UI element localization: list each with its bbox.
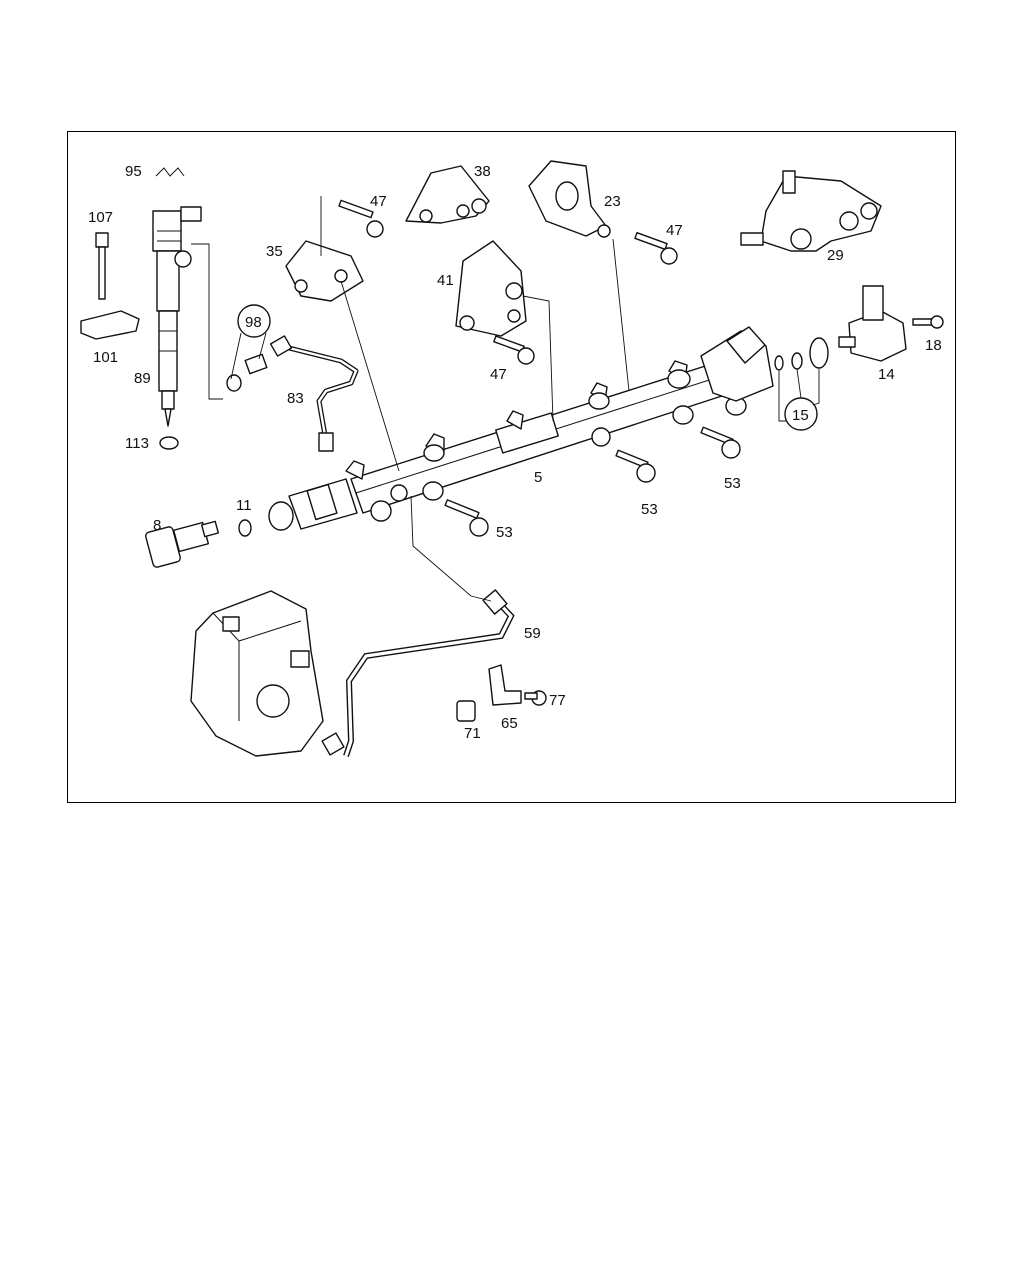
callout-53-right: 53 — [724, 475, 741, 492]
pressure-regulator-valve — [838, 285, 907, 362]
callout-107: 107 — [88, 209, 113, 226]
sleeve-71 — [456, 700, 476, 722]
bracket-35 — [285, 240, 364, 302]
callout-53-mid: 53 — [641, 501, 658, 518]
exploded-parts-diagram: 95 107 101 89 113 35 47 38 23 47 29 41 4… — [80, 160, 944, 757]
clamp-65 — [488, 664, 522, 706]
bracket-29 — [760, 175, 882, 252]
callout-59: 59 — [524, 625, 541, 642]
callout-101: 101 — [93, 349, 118, 366]
callout-77: 77 — [549, 692, 566, 709]
callout-23: 23 — [604, 193, 621, 210]
clip — [155, 167, 185, 177]
callout-labels: 95 107 101 89 113 35 47 38 23 47 29 41 4… — [88, 163, 942, 742]
bolt-53 — [444, 426, 741, 537]
diagram-frame: 95 107 101 89 113 35 47 38 23 47 29 41 4… — [67, 131, 956, 803]
rail-pressure-sensor — [145, 520, 220, 568]
bolt-107 — [95, 232, 109, 300]
callout-29: 29 — [827, 247, 844, 264]
callout-41: 41 — [437, 272, 454, 289]
bolt-77 — [524, 690, 547, 706]
fuel-rail — [268, 326, 774, 531]
callout-15: 15 — [792, 407, 809, 424]
callout-47-mid: 47 — [490, 366, 507, 383]
callout-11: 11 — [236, 497, 252, 514]
leader-lines — [191, 196, 630, 602]
callout-71: 71 — [464, 725, 481, 742]
seal-ring-11 — [238, 519, 252, 537]
callout-95: 95 — [125, 163, 142, 180]
callout-38: 38 — [474, 163, 491, 180]
callout-47-top: 47 — [370, 193, 387, 210]
callout-65: 65 — [501, 715, 518, 732]
callout-113: 113 — [125, 435, 149, 452]
high-pressure-line — [343, 598, 515, 757]
clamp — [80, 310, 140, 340]
seal-kit — [774, 337, 829, 431]
washer-113 — [159, 436, 179, 450]
high-pressure-pump — [190, 590, 324, 757]
callout-14: 14 — [878, 366, 895, 383]
callout-5: 5 — [534, 469, 542, 486]
callout-35: 35 — [266, 243, 283, 260]
callout-98: 98 — [245, 314, 262, 331]
callout-18: 18 — [925, 337, 942, 354]
screw-18 — [912, 315, 944, 329]
callout-8: 8 — [153, 517, 161, 534]
callout-47-right: 47 — [666, 222, 683, 239]
fitting-98 — [226, 304, 271, 392]
callout-83: 83 — [287, 390, 304, 407]
callout-89: 89 — [134, 370, 151, 387]
bolt-47 — [338, 199, 678, 365]
injector — [152, 206, 202, 427]
callout-53-left: 53 — [496, 524, 513, 541]
